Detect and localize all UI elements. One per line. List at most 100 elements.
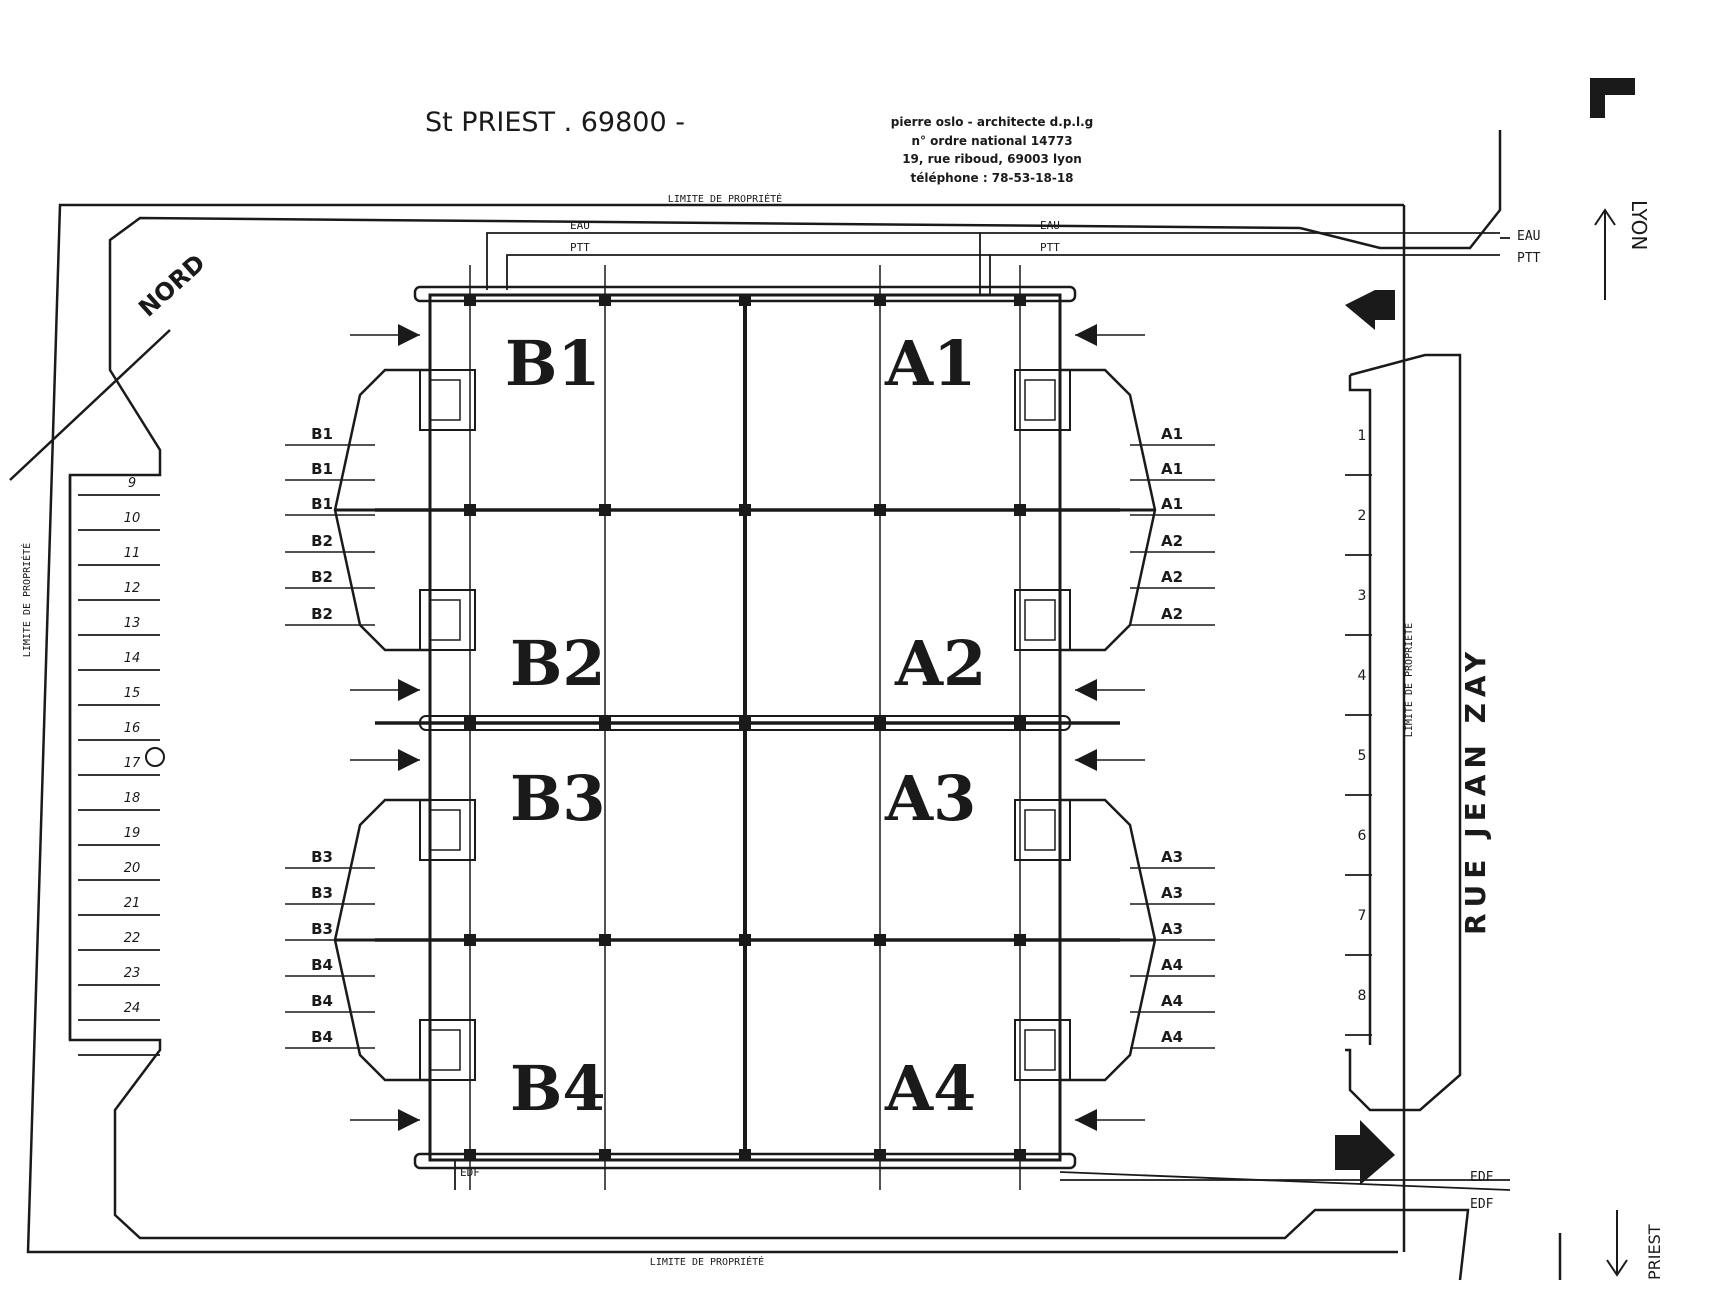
parking-left-number: 14 [124, 651, 141, 666]
corner-mark [1590, 78, 1635, 118]
parking-right-number: 7 [1358, 908, 1367, 924]
unit-label-a4: A4 [884, 1052, 976, 1125]
parking-left-number: 10 [124, 511, 141, 526]
stair-core [1014, 799, 1071, 861]
lot-label-b-lower: B4 [311, 992, 333, 1010]
lot-label-a-lower: A4 [1161, 992, 1183, 1010]
lot-label-b-upper: B2 [311, 605, 333, 623]
parking-right-number: 8 [1358, 988, 1367, 1004]
unit-label-a1: A1 [884, 327, 976, 400]
lot-label-a-upper: A2 [1161, 532, 1183, 550]
entry-arrow-left [398, 749, 420, 771]
lot-label-a-lower: A4 [1161, 956, 1183, 974]
entry-arrow-top [1345, 290, 1395, 330]
property-boundary [26, 203, 1406, 1254]
column-marker [874, 717, 886, 729]
svg-text:PRIEST: PRIEST [1645, 1224, 1664, 1280]
unit-label-b4: B4 [510, 1052, 606, 1125]
lot-label-a-upper: A1 [1161, 425, 1183, 443]
property-limit-top-label: LIMITE DE PROPRIÉTÉ [668, 192, 782, 205]
entry-arrow-right [1075, 749, 1097, 771]
ptt-label-left: PTT [570, 241, 590, 254]
architect-line-2: n° ordre national 14773 [911, 134, 1072, 148]
direction-priest: PRIEST [1606, 1210, 1664, 1280]
parking-right-number: 6 [1358, 828, 1367, 844]
parking-left-number: 9 [128, 476, 136, 491]
lot-label-b-lower: B3 [311, 848, 333, 866]
column-marker [739, 1149, 751, 1161]
stair-core [419, 1019, 476, 1081]
stair-flight [1024, 809, 1056, 851]
direction-lyon: LYON [1594, 200, 1651, 300]
parking-left-number: 15 [124, 686, 141, 701]
property-limit-left-label: LIMITE DE PROPRIÉTÉ [20, 543, 33, 657]
stair-flight [1024, 1029, 1056, 1071]
street-name: RUE JEAN ZAY [1459, 646, 1492, 935]
ptt-label-mid: PTT [1040, 241, 1060, 254]
parking-right-number: 1 [1358, 428, 1367, 444]
entry-arrow-bottom [1335, 1120, 1395, 1185]
eau-label-left: EAU [570, 219, 590, 232]
parking-left-number: 18 [124, 791, 141, 806]
city-title: St PRIEST . 69800 - [425, 107, 685, 138]
stair-flight [1024, 599, 1056, 641]
column-marker [1014, 294, 1026, 306]
column-marker [874, 294, 886, 306]
ptt-label-right: PTT [1517, 251, 1541, 266]
stair-core [1014, 369, 1071, 431]
column-marker [739, 717, 751, 729]
entry-arrow-left [398, 324, 420, 346]
column-marker [464, 717, 476, 729]
column-marker [1014, 1149, 1026, 1161]
parking-left-number: 12 [124, 581, 141, 596]
stair-core [419, 799, 476, 861]
svg-text:LYON: LYON [1627, 200, 1651, 250]
column-marker [464, 934, 476, 946]
column-marker [464, 1149, 476, 1161]
column-marker [874, 504, 886, 516]
edf-label-right-1: EDF [1470, 1170, 1494, 1185]
parking-left-number: 24 [124, 1001, 141, 1016]
parking-left-number: 13 [124, 616, 141, 631]
parking-left-number: 17 [124, 756, 141, 771]
lot-label-a-upper: A2 [1161, 605, 1183, 623]
property-limit-right-label: LIMITE DE PROPRIÉTÉ [1402, 623, 1415, 737]
column-marker [739, 504, 751, 516]
lot-label-a-upper: A1 [1161, 460, 1183, 478]
column-marker [464, 504, 476, 516]
column-marker [599, 1149, 611, 1161]
lot-label-a-lower: A3 [1161, 884, 1183, 902]
column-marker [1014, 717, 1026, 729]
utility-lines [454, 232, 1511, 1191]
unit-label-a2: A2 [894, 627, 986, 700]
entry-arrow-right [1075, 679, 1097, 701]
lot-label-b-upper: B2 [311, 532, 333, 550]
parking-right-number: 3 [1358, 588, 1367, 604]
column-marker [1014, 934, 1026, 946]
parking-right-number: 2 [1358, 508, 1367, 524]
site-outline [68, 130, 1562, 1281]
parking-left-number: 16 [124, 721, 141, 736]
parking-left-number: 19 [124, 826, 141, 841]
lot-label-b-upper: B1 [311, 460, 333, 478]
lot-label-a-upper: A1 [1161, 495, 1183, 513]
stair-flight [429, 1029, 461, 1071]
edf-label-right-2: EDF [1470, 1197, 1494, 1212]
lamp-post-icon [145, 747, 165, 767]
lot-label-b-lower: B4 [311, 1028, 333, 1046]
column-marker [739, 934, 751, 946]
lot-label-b-lower: B3 [311, 884, 333, 902]
mid-joint [419, 715, 1071, 731]
entry-arrow-right [1075, 1109, 1097, 1131]
lot-label-b-upper: B1 [311, 425, 333, 443]
architect-line-4: téléphone : 78-53-18-18 [910, 171, 1073, 185]
stair-flight [429, 809, 461, 851]
parking-left-number: 11 [124, 546, 141, 561]
parking-right-number: 4 [1358, 668, 1367, 684]
unit-label-a3: A3 [884, 762, 976, 835]
stair-core [1014, 1019, 1071, 1081]
